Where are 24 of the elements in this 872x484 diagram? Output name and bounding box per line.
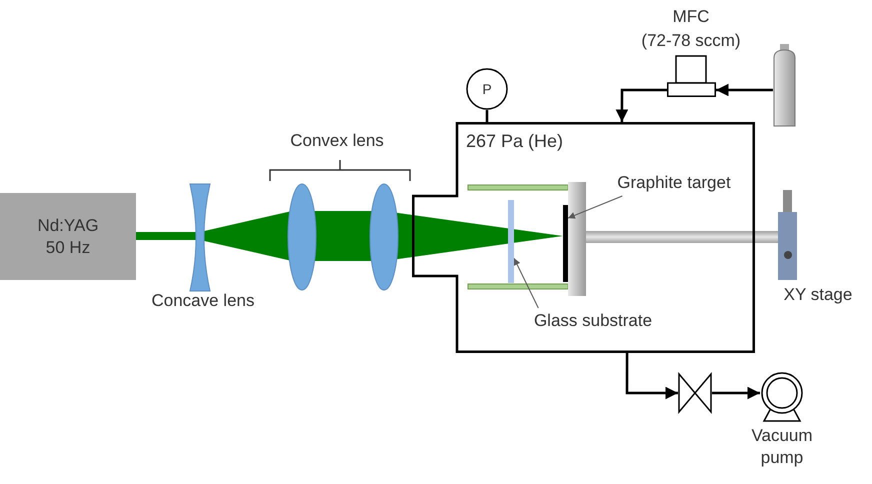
pipe-arrow [616, 88, 667, 122]
leader-line [514, 258, 539, 308]
part-label: Concave lens [150, 290, 256, 312]
part-label: Graphite target [598, 170, 750, 196]
substrate-plate [508, 200, 514, 283]
valve-icon [678, 373, 712, 413]
gas-cylinder-icon [773, 44, 796, 127]
part-label: Convex lens [289, 130, 385, 152]
leader-line [568, 196, 623, 219]
pipe-arrow [712, 386, 760, 400]
device-label: (72-78 sccm) [640, 30, 742, 52]
device-label: Vacuum pump [750, 425, 814, 469]
vacuum-pump-icon [760, 372, 804, 422]
flow-controller-icon [667, 55, 716, 97]
pressure-label: 267 Pa (He) [466, 130, 564, 152]
vacuum-chamber [412, 122, 755, 353]
pressure-gauge: P [466, 68, 508, 110]
pipe-arrow [716, 84, 773, 96]
device-label: MFC [672, 6, 710, 28]
pipe-arrow [626, 353, 678, 400]
target-plate [563, 205, 568, 282]
part-label: XY stage [782, 284, 854, 306]
laser-box: Nd:YAG 50 Hz [0, 193, 136, 280]
part-label: Glass substrate [512, 308, 674, 334]
